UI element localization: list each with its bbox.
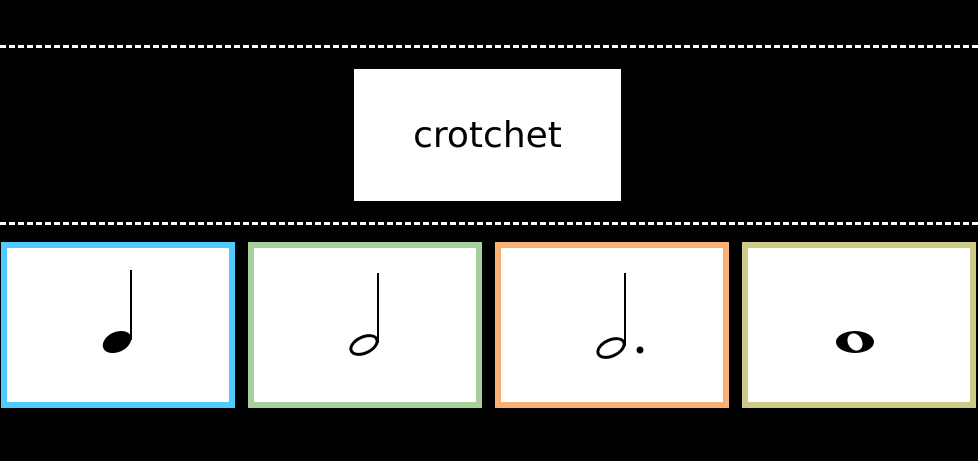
dotted-minim-note-icon: [596, 273, 644, 359]
choice-card-crotchet[interactable]: [1, 242, 235, 408]
prompt-word-card: crotchet: [354, 69, 621, 201]
prompt-word: crotchet: [413, 114, 562, 156]
choice-card-dotted-minim[interactable]: [495, 242, 729, 408]
crotchet-note-icon: [102, 270, 132, 354]
choice-card-minim[interactable]: [248, 242, 482, 408]
bottom-divider: [0, 222, 978, 225]
top-divider: [0, 45, 978, 48]
choice-card-semibreve[interactable]: [742, 242, 976, 408]
semibreve-note-icon: [836, 331, 874, 353]
minim-note-icon: [349, 273, 379, 356]
